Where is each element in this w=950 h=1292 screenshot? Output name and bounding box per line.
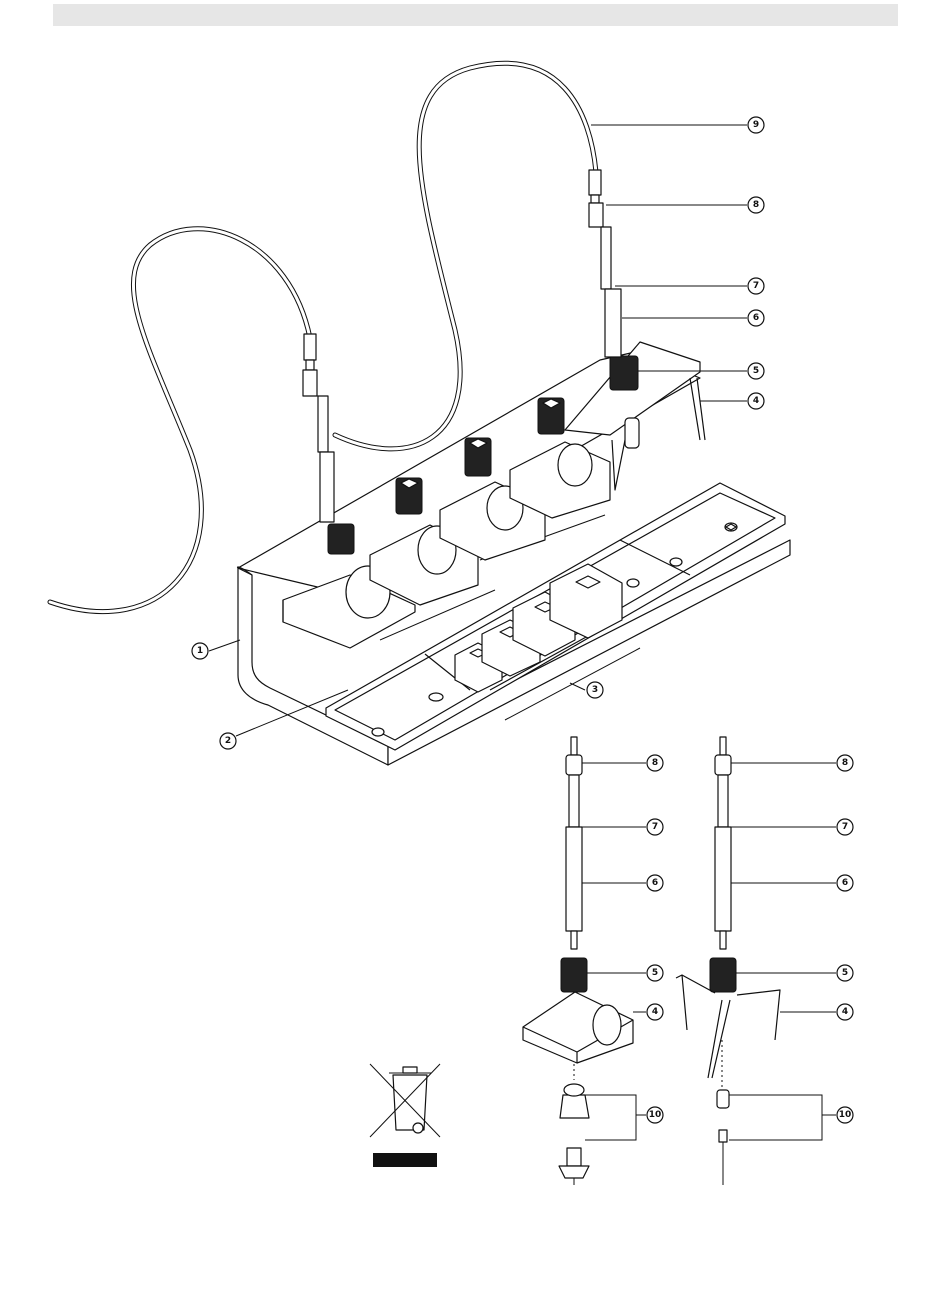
- svg-text:4: 4: [753, 396, 759, 406]
- callout-left-10: 10: [647, 1107, 663, 1123]
- callout-right-8: 8: [837, 755, 853, 771]
- callout-8: 8: [748, 197, 764, 213]
- svg-text:4: 4: [842, 1007, 848, 1017]
- svg-text:8: 8: [842, 758, 848, 768]
- svg-text:8: 8: [652, 758, 658, 768]
- exploded-assembly-right: [676, 737, 780, 1185]
- knob-1: [328, 524, 354, 554]
- svg-text:8: 8: [753, 200, 759, 210]
- callout-4: 4: [748, 393, 764, 409]
- svg-text:6: 6: [842, 878, 848, 888]
- svg-text:10: 10: [839, 1110, 852, 1120]
- callout-3: 3: [587, 682, 603, 698]
- svg-text:6: 6: [753, 313, 759, 323]
- callout-right-4: 4: [837, 1004, 853, 1020]
- svg-text:2: 2: [225, 736, 231, 746]
- svg-text:4: 4: [652, 1007, 658, 1017]
- callout-left-4: 4: [647, 1004, 663, 1020]
- probe-right: [589, 170, 621, 357]
- svg-text:3: 3: [592, 685, 598, 695]
- callout-5: 5: [748, 363, 764, 379]
- callout-1: 1: [192, 643, 208, 659]
- knob-2: [396, 478, 422, 514]
- callout-right-5: 5: [837, 965, 853, 981]
- callout-right-6: 6: [837, 875, 853, 891]
- exploded-assembly-left: [523, 737, 633, 1185]
- svg-text:5: 5: [842, 968, 848, 978]
- svg-text:1: 1: [197, 646, 203, 656]
- svg-text:5: 5: [652, 968, 658, 978]
- knob-3: [465, 438, 491, 476]
- crossed-out-wheelie-bin-icon: [370, 1064, 440, 1167]
- svg-text:9: 9: [753, 120, 759, 130]
- callout-left-8: 8: [647, 755, 663, 771]
- svg-text:7: 7: [842, 822, 848, 832]
- callout-9: 9: [748, 117, 764, 133]
- svg-text:5: 5: [753, 366, 759, 376]
- probe-left: [303, 334, 334, 522]
- callout-right-10: 10: [837, 1107, 853, 1123]
- probe-tip-right: [625, 418, 639, 448]
- svg-text:7: 7: [753, 281, 759, 291]
- callout-right-7: 7: [837, 819, 853, 835]
- svg-text:7: 7: [652, 822, 658, 832]
- callout-7: 7: [748, 278, 764, 294]
- callout-left-7: 7: [647, 819, 663, 835]
- callout-left-5: 5: [647, 965, 663, 981]
- svg-text:6: 6: [652, 878, 658, 888]
- callout-2: 2: [220, 733, 236, 749]
- callout-left-6: 6: [647, 875, 663, 891]
- callout-6: 6: [748, 310, 764, 326]
- knob-5: [610, 356, 638, 390]
- svg-text:10: 10: [649, 1110, 662, 1120]
- knob-4: [538, 398, 564, 434]
